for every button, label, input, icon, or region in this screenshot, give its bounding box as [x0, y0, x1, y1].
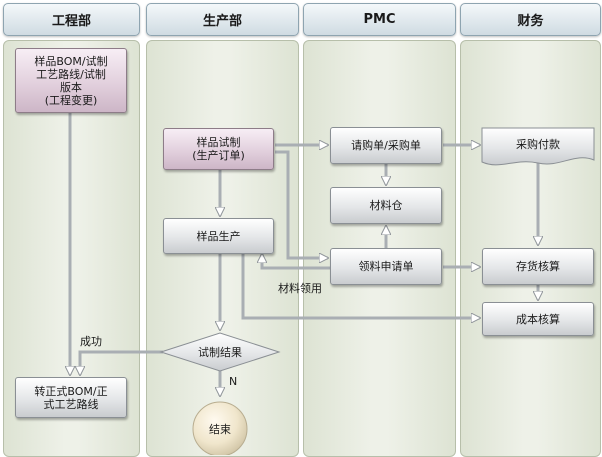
edge-trial-to-requisition: [275, 150, 328, 258]
edge-result-success: [80, 350, 163, 375]
node-material-requisition: 领料申请单: [330, 248, 442, 285]
lane-header-production: 生产部: [146, 3, 299, 36]
decision-trial-result: [159, 332, 281, 372]
node-inventory-accounting: 存货核算: [482, 248, 594, 285]
node-purchase-request: 请购单/采购单: [330, 127, 442, 164]
edge-label-no: N: [229, 375, 237, 388]
purchase-payment-label: 采购付款: [516, 137, 560, 151]
lane-header-engineering: 工程部: [3, 3, 140, 36]
node-material-warehouse: 材料仓: [330, 187, 442, 224]
end-node-label: 结束: [209, 423, 231, 436]
end-node: [192, 401, 248, 455]
edge-requisition-to-production: [262, 254, 330, 270]
node-sample-trial: 样品试制 (生产订单): [163, 128, 274, 170]
edge-label-material-issue: 材料领用: [278, 281, 322, 295]
edge-production-to-cost: [241, 254, 480, 318]
node-sample-production: 样品生产: [163, 218, 274, 254]
lane-header-finance: 财务: [460, 3, 601, 36]
node-cost-accounting: 成本核算: [482, 302, 594, 336]
lane-header-pmc: PMC: [303, 3, 456, 36]
node-formal-bom: 转正式BOM/正 式工艺路线: [15, 377, 127, 418]
edge-label-success: 成功: [80, 335, 102, 348]
decision-trial-result-label: 试制结果: [198, 346, 242, 359]
node-sample-bom: 样品BOM/试制 工艺路线/试制 版本 (工程变更): [15, 48, 127, 113]
document-purchase-payment: [481, 127, 595, 166]
